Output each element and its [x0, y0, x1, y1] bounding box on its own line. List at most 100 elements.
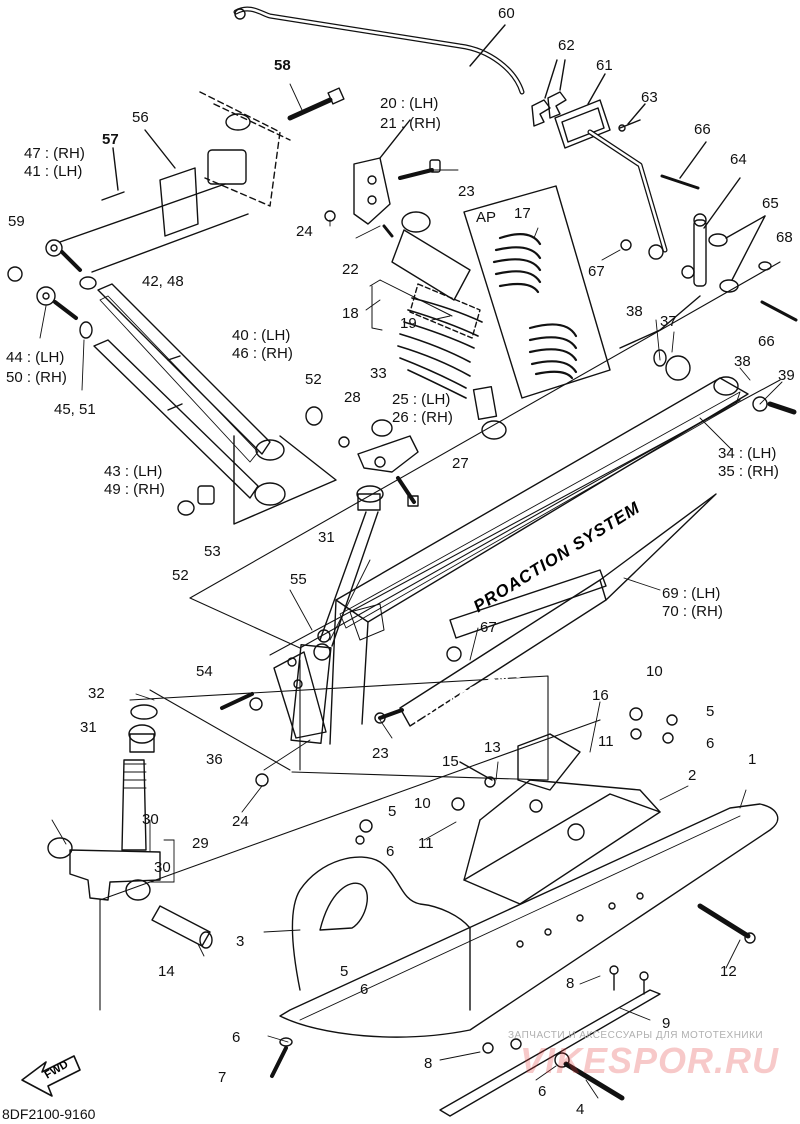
- callout-54: 54: [196, 663, 213, 680]
- callout-22: 22: [342, 261, 359, 278]
- callout-52-upper: 52: [305, 371, 322, 388]
- rod-ends: [7, 239, 97, 391]
- callout-12: 12: [720, 963, 737, 980]
- callout-38-lower: 38: [734, 353, 751, 370]
- spring-inset: [463, 185, 611, 399]
- ski-leg-frame: [329, 349, 797, 745]
- callout-32: 32: [88, 685, 105, 702]
- callout-59: 59: [8, 213, 25, 230]
- callout-68: 68: [776, 229, 793, 246]
- callout-56: 56: [132, 109, 149, 126]
- callout-11-right: 11: [598, 733, 614, 750]
- callout-65: 65: [762, 195, 779, 212]
- callout-11-left: 11: [418, 835, 434, 852]
- callout-43-lh: 43 : (LH): [104, 463, 163, 480]
- rail-69: [399, 493, 717, 727]
- callout-41-lh: 41 : (LH): [24, 163, 83, 180]
- callout-21-rh: 21 : (RH): [380, 115, 441, 132]
- callout-61: 61: [596, 57, 613, 74]
- shock-bracket: [324, 119, 441, 238]
- callout-57: 57: [102, 131, 119, 148]
- callout-45-51: 45, 51: [54, 401, 96, 418]
- callout-2: 2: [688, 767, 697, 784]
- callout-23-upper: 23: [458, 183, 475, 200]
- callout-46-rh: 46 : (RH): [232, 345, 293, 362]
- callout-16: 16: [592, 687, 609, 704]
- callout-33: 33: [370, 365, 387, 382]
- callout-44-lh: 44 : (LH): [6, 349, 65, 366]
- callout-37: 37: [660, 313, 677, 330]
- callout-24-upper: 24: [296, 223, 313, 240]
- leader-lines: [51, 169, 783, 1099]
- callout-31-lower: 31: [80, 719, 97, 736]
- callout-8-lower: 8: [424, 1055, 433, 1072]
- callout-3: 3: [236, 933, 245, 950]
- callout-6-bottom: 6: [538, 1083, 547, 1100]
- watermark-caption: ЗАПЧАСТИ И АКСЕССУАРЫ ДЛЯ МОТОТЕХНИКИ: [508, 1030, 764, 1041]
- callout-40-lh: 40 : (LH): [232, 327, 291, 344]
- stabilizer-link-arm: [587, 129, 798, 349]
- callout-67-upper: 67: [588, 263, 605, 280]
- callout-26-rh: 26 : (RH): [392, 409, 453, 426]
- skeg: [270, 965, 661, 1117]
- callout-49-rh: 49 : (RH): [104, 481, 165, 498]
- callout-52-lower: 52: [172, 567, 189, 584]
- callout-24-lower: 24: [232, 813, 249, 830]
- callout-39: 39: [778, 367, 795, 384]
- bar-bracket-plate: [531, 59, 646, 149]
- callout-36: 36: [206, 751, 223, 768]
- callout-25-lh: 25 : (LH): [392, 391, 451, 408]
- callout-13: 13: [484, 739, 501, 756]
- callout-30-lower: 30: [154, 859, 171, 876]
- callout-6-mid: 6: [386, 843, 395, 860]
- callout-18: 18: [342, 305, 359, 322]
- lower-arm-43: [93, 339, 337, 525]
- ski-body: [279, 803, 779, 1038]
- callout-63: 63: [641, 89, 658, 106]
- callout-14: 14: [158, 963, 175, 980]
- callout-23-lower: 23: [372, 745, 389, 762]
- callout-20-lh: 20 : (LH): [380, 95, 439, 112]
- watermark-site: VIKESPOR.RU: [520, 1040, 780, 1081]
- bolt-58: [287, 83, 345, 121]
- callout-6-right: 6: [706, 735, 715, 752]
- diagram-code: 8DF2100-9160: [2, 1106, 96, 1122]
- callout-60: 60: [498, 5, 515, 22]
- ski-bracket: [355, 707, 678, 905]
- callout-7: 7: [218, 1069, 227, 1086]
- callout-47-rh: 47 : (RH): [24, 145, 85, 162]
- callout-8-upper: 8: [566, 975, 575, 992]
- swing-bracket: [338, 419, 419, 507]
- callout-27: 27: [452, 455, 469, 472]
- callout-4: 4: [576, 1101, 585, 1118]
- shock-absorber: [369, 211, 507, 440]
- callout-70-rh: 70 : (RH): [662, 603, 723, 620]
- callout-42-48: 42, 48: [142, 273, 184, 290]
- spindle: [47, 485, 404, 949]
- callout-29: 29: [192, 835, 209, 852]
- upper-arm-40: [97, 283, 285, 463]
- callout-66-lower: 66: [758, 333, 775, 350]
- callout-5-lower: 5: [340, 963, 349, 980]
- callout-19: 19: [400, 315, 417, 332]
- callout-50-rh: 50 : (RH): [6, 369, 67, 386]
- callout-1: 1: [748, 751, 757, 768]
- callout-58: 58: [274, 57, 291, 74]
- upper-mount-bracket: [59, 91, 291, 273]
- callout-67-lower: 67: [480, 619, 497, 636]
- callout-30-upper: 30: [142, 811, 159, 828]
- callout-5-mid: 5: [388, 803, 397, 820]
- stabilizer-bar: [233, 6, 525, 95]
- callout-53: 53: [204, 543, 221, 560]
- callout-10-right: 10: [646, 663, 663, 680]
- callout-64: 64: [730, 151, 747, 168]
- callout-6-lower: 6: [360, 981, 369, 998]
- fwd-arrow: [21, 1055, 81, 1097]
- inset-label: AP: [476, 209, 497, 226]
- callout-66-upper: 66: [694, 121, 711, 138]
- callout-15: 15: [442, 753, 459, 770]
- callout-31-upper: 31: [318, 529, 335, 546]
- callout-28: 28: [344, 389, 361, 406]
- callout-6-left: 6: [232, 1029, 241, 1046]
